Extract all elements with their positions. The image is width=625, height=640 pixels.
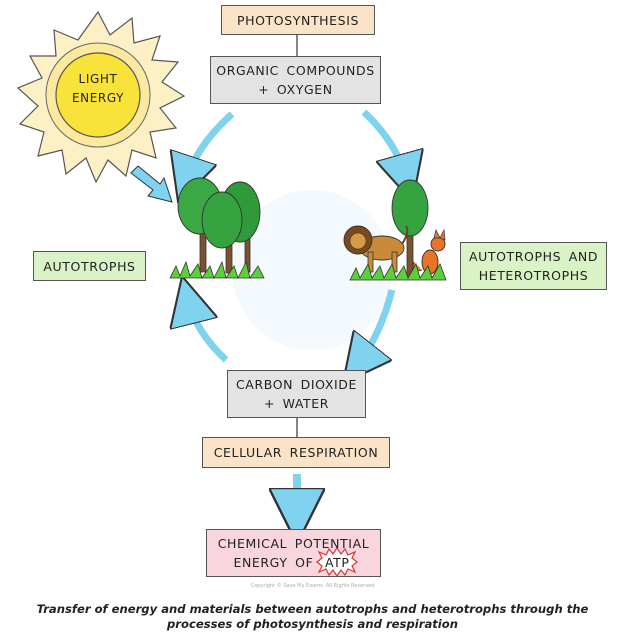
autotrophs-and-heterotrophs-box: AUTOTROPHS AND HETEROTROPHS [460, 242, 607, 290]
arrow-organic-to-animals [361, 109, 406, 178]
carbon-dioxide-line2: + WATER [263, 396, 330, 411]
autotrophs-label: AUTOTROPHS [43, 258, 136, 274]
animals-and-tree-icon [343, 179, 447, 281]
sun-icon [16, 10, 186, 184]
chemical-energy-prefix: ENERGY OF [233, 555, 314, 570]
sun-label-line1: LIGHT [78, 72, 118, 86]
trees-icon [169, 177, 265, 280]
photosynthesis-label: PHOTOSYNTHESIS [236, 12, 360, 28]
caption-line2: processes of photosynthesis and respirat… [166, 617, 458, 631]
arrow-carbon-to-trees [188, 300, 229, 363]
atp-burst: ATP [316, 548, 358, 576]
copyright-text: Copyright © Save My Exams. All Rights Re… [250, 583, 375, 589]
arrow-animals-to-carbon [358, 289, 396, 364]
auto-hetero-line1: AUTOTROPHS AND [468, 249, 599, 264]
organic-compounds-line1: ORGANIC COMPOUNDS [216, 63, 375, 78]
autotrophs-box: AUTOTROPHS [33, 251, 146, 281]
organic-compounds-line2: + OXYGEN [258, 82, 333, 97]
sun-to-trees-arrow [130, 165, 173, 203]
sun-label-line2: ENERGY [71, 91, 125, 105]
figure-caption: Transfer of energy and materials between… [0, 602, 625, 632]
chemical-energy-line1: CHEMICAL POTENTIAL [217, 536, 370, 551]
carbon-dioxide-line1: CARBON DIOXIDE [235, 377, 357, 392]
organic-compounds-box: ORGANIC COMPOUNDS + OXYGEN [210, 56, 381, 104]
arrow-organic-to-trees [186, 111, 235, 180]
atp-label: ATP [324, 555, 350, 570]
carbon-dioxide-box: CARBON DIOXIDE + WATER [227, 370, 366, 418]
cellular-respiration-box: CELLULAR RESPIRATION [202, 437, 390, 468]
sun-label: LIGHT ENERGY [64, 70, 132, 108]
caption-line1: Transfer of energy and materials between… [36, 602, 589, 616]
chemical-energy-line2: ENERGY OF ATP [233, 548, 358, 576]
cellular-respiration-label: CELLULAR RESPIRATION [213, 445, 379, 460]
burst-icon [316, 548, 358, 576]
auto-hetero-line2: HETEROTROPHS [478, 268, 589, 283]
photosynthesis-box: PHOTOSYNTHESIS [221, 5, 375, 35]
chemical-energy-box: CHEMICAL POTENTIAL ENERGY OF ATP [206, 529, 381, 577]
